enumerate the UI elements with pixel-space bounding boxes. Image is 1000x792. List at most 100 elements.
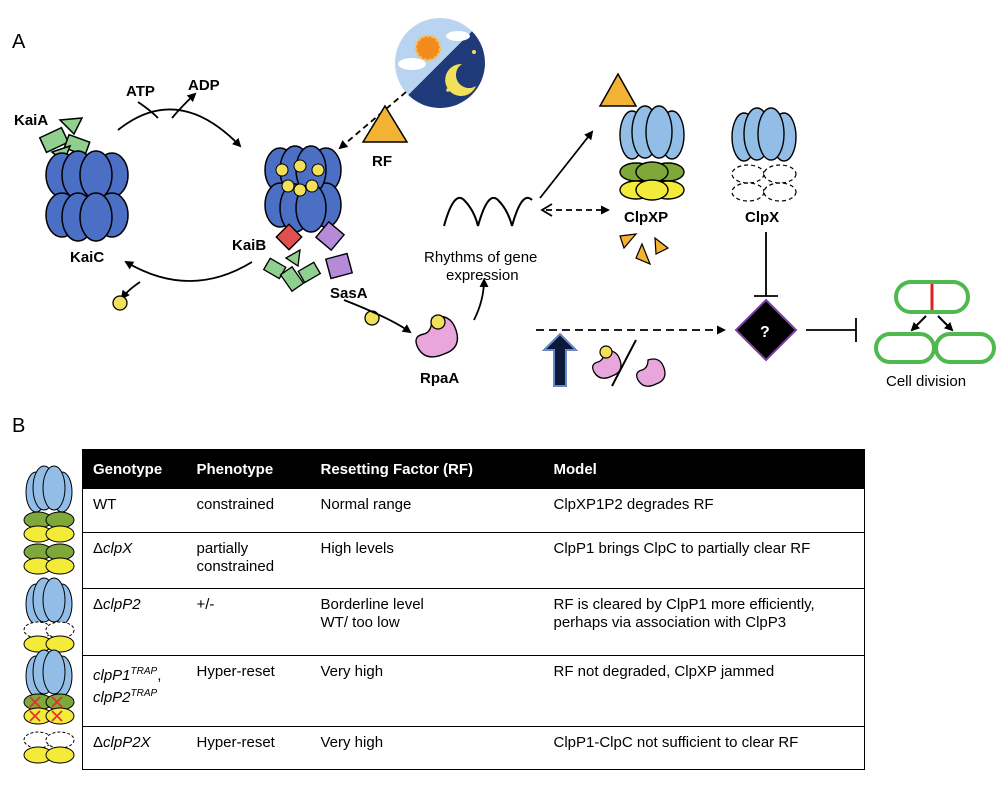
phosphate-release-arrow <box>120 281 141 300</box>
model-cell: RF not degraded, ClpXP jammed <box>543 655 865 727</box>
adp-output-arrow <box>171 92 197 119</box>
delta-symbol: Δ <box>93 540 104 557</box>
panel-label-a: A <box>12 31 26 53</box>
kaia-label: KaiA <box>14 112 48 129</box>
rf-label: RF <box>372 153 392 170</box>
kaic-label: KaiC <box>70 249 104 266</box>
genotype-text: clpP2X <box>103 734 151 751</box>
rf-triangle <box>361 104 409 143</box>
phosphorylation-arrow <box>117 108 242 148</box>
rf-fragments <box>619 233 670 266</box>
day-night-icon <box>395 18 485 108</box>
clpxp-label: ClpXP <box>624 209 668 226</box>
clpp2x-deletion-icon <box>23 731 75 764</box>
up-arrow-icon <box>541 332 579 387</box>
adp-label: ADP <box>188 77 220 94</box>
phenotype-cell: constrained <box>186 488 311 533</box>
dephosphorylation-arrow <box>124 260 253 282</box>
table-row: clpP1TRAP,clpP2TRAP Hyper-reset Very hig… <box>82 655 865 727</box>
genotype-table: Genotype Phenotype Resetting Factor (RF)… <box>82 449 865 770</box>
clpx-deletion-icon <box>23 543 75 575</box>
rpaa-protein <box>415 314 459 358</box>
model-line2: perhaps via association with ClpP3 <box>553 614 787 631</box>
rf-cell: Normal range <box>310 488 544 533</box>
rhythms-label-line1: Rhythms of gene <box>424 249 537 266</box>
genotype-text: WT <box>93 496 117 513</box>
header-phenotype: Phenotype <box>186 449 311 489</box>
genotype-cell: ΔclpX <box>82 532 187 589</box>
model-cell: ClpP1-ClpC not sufficient to clear RF <box>543 726 865 770</box>
clpx-label: ClpX <box>745 209 779 226</box>
rhythms-to-rf-arrow <box>539 130 594 199</box>
rf-cell: High levels <box>310 532 544 589</box>
table-row: ΔclpP2X Hyper-reset Very high ClpP1-ClpC… <box>82 726 865 770</box>
phenotype-cell: Hyper-reset <box>186 655 311 727</box>
delta-symbol: Δ <box>93 734 104 751</box>
panel-label-b: B <box>12 415 25 437</box>
clpp-trap-icon <box>23 649 75 725</box>
phenotype-cell: Hyper-reset <box>186 726 311 770</box>
delta-symbol: Δ <box>93 596 104 613</box>
phosphate-dot <box>112 295 128 311</box>
light-signal-arrow <box>338 91 407 150</box>
oscillation-wave <box>443 196 533 227</box>
model-line1: RF is cleared by ClpP1 more efficiently, <box>553 596 815 613</box>
phenotype-line2: constrained <box>196 558 275 575</box>
table-header-row: Genotype Phenotype Resetting Factor (RF)… <box>82 449 865 489</box>
genotype-cell: ΔclpP2X <box>82 726 187 770</box>
genotype-cell: WT <box>82 488 187 533</box>
phenotype-line1: partially <box>196 540 249 557</box>
rf-triangle-clpxp <box>598 72 638 107</box>
sasa-protein-bound <box>314 220 346 252</box>
unknown-factor-label: ? <box>760 324 770 341</box>
trap-superscript: TRAP <box>130 688 158 699</box>
clpxp-complex <box>619 105 685 201</box>
rhythms-label-line2: expression <box>446 267 519 284</box>
genotype-line1: clpP1 <box>93 667 131 684</box>
dashed-arrowhead-left <box>540 203 553 217</box>
header-genotype: Genotype <box>82 449 187 489</box>
genotype-text: clpX <box>103 540 133 557</box>
kaib-protein <box>275 223 303 251</box>
trap-superscript: TRAP <box>130 666 158 677</box>
unknown-factor-diamond <box>734 298 798 362</box>
cell-division-label: Cell division <box>886 373 966 390</box>
kaia-bound <box>262 248 322 293</box>
rf-cell: Very high <box>310 655 544 727</box>
rpaa-label: RpaA <box>420 370 459 387</box>
kaic-hexamer <box>45 150 129 242</box>
genotype-separator: , <box>157 667 162 684</box>
sasa-label: SasA <box>330 285 368 302</box>
rpaa-phospho-ratio <box>592 339 666 387</box>
genotype-cell: ΔclpP2 <box>82 588 187 656</box>
model-cell: RF is cleared by ClpP1 more efficiently,… <box>543 588 865 656</box>
sasa-to-rpaa-arrow <box>343 299 412 334</box>
division-inhibition <box>806 318 857 342</box>
rf-cell: Very high <box>310 726 544 770</box>
rf-line2: WT/ too low <box>320 614 400 631</box>
kaic-phosphorylated-complex <box>264 145 342 233</box>
atp-label: ATP <box>126 83 155 100</box>
clpx-inhibition <box>754 232 778 297</box>
rpaa-to-rhythms-arrow <box>473 278 489 321</box>
phenotype-cell: +/- <box>186 588 311 656</box>
clpx-complex <box>731 107 797 202</box>
genotype-cell: clpP1TRAP,clpP2TRAP <box>82 655 187 727</box>
wt-clpxp-icon <box>23 465 75 543</box>
header-resetting-factor: Resetting Factor (RF) <box>310 449 544 489</box>
atp-input-line <box>137 101 159 119</box>
sasa-protein <box>324 252 354 280</box>
genotype-line2: clpP2 <box>93 689 131 706</box>
table-row: WT constrained Normal range ClpXP1P2 deg… <box>82 488 865 533</box>
rf-line1: Borderline level <box>320 596 424 613</box>
model-cell: ClpXP1P2 degrades RF <box>543 488 865 533</box>
genotype-text: clpP2 <box>103 596 141 613</box>
dividing-cell-icon <box>874 280 996 364</box>
kaib-label: KaiB <box>232 237 266 254</box>
header-model: Model <box>543 449 865 489</box>
clpp2-deletion-icon <box>23 577 75 653</box>
